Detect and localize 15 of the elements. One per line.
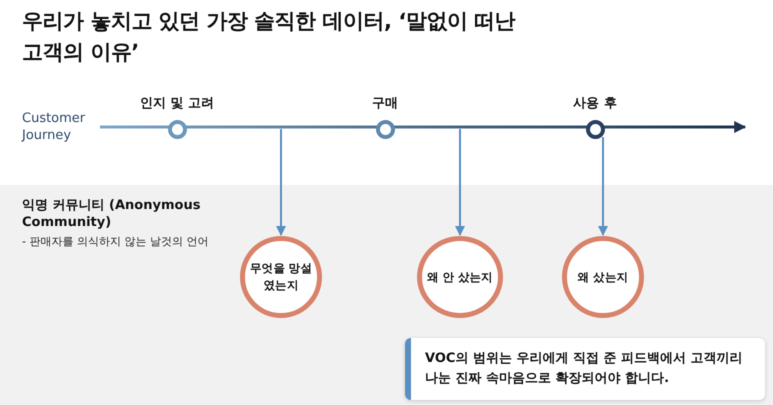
axis-label: Customer Journey — [22, 110, 86, 144]
arrow — [598, 137, 608, 236]
title: 우리가 놓치고 있던 가장 솔직한 데이터, ‘말없이 떠난 고객의 이유’ — [22, 8, 516, 66]
callout-box: VOC의 범위는 우리에게 직접 준 피드백에서 고객끼리 나눈 진짜 속마음으로 확장되어야 합니다. — [405, 338, 765, 400]
arrow — [276, 129, 286, 236]
stage-label: 사용 후 — [573, 95, 617, 112]
stage-label: 인지 및 고려 — [140, 95, 214, 112]
section-subtitle: - 판매자를 의식하지 않는 날것의 언어 — [22, 234, 210, 249]
arrow — [455, 129, 465, 236]
topic-circle: 왜 안 샀는지 — [417, 236, 503, 318]
stage-label: 구매 — [372, 95, 398, 112]
section-heading: 익명 커뮤니티 (Anonymous Community) — [22, 197, 202, 231]
topic-circle: 왜 샀는지 — [562, 236, 644, 318]
topic-circle: 무엇을 망설였는지 — [240, 236, 322, 318]
section-band — [0, 185, 773, 405]
